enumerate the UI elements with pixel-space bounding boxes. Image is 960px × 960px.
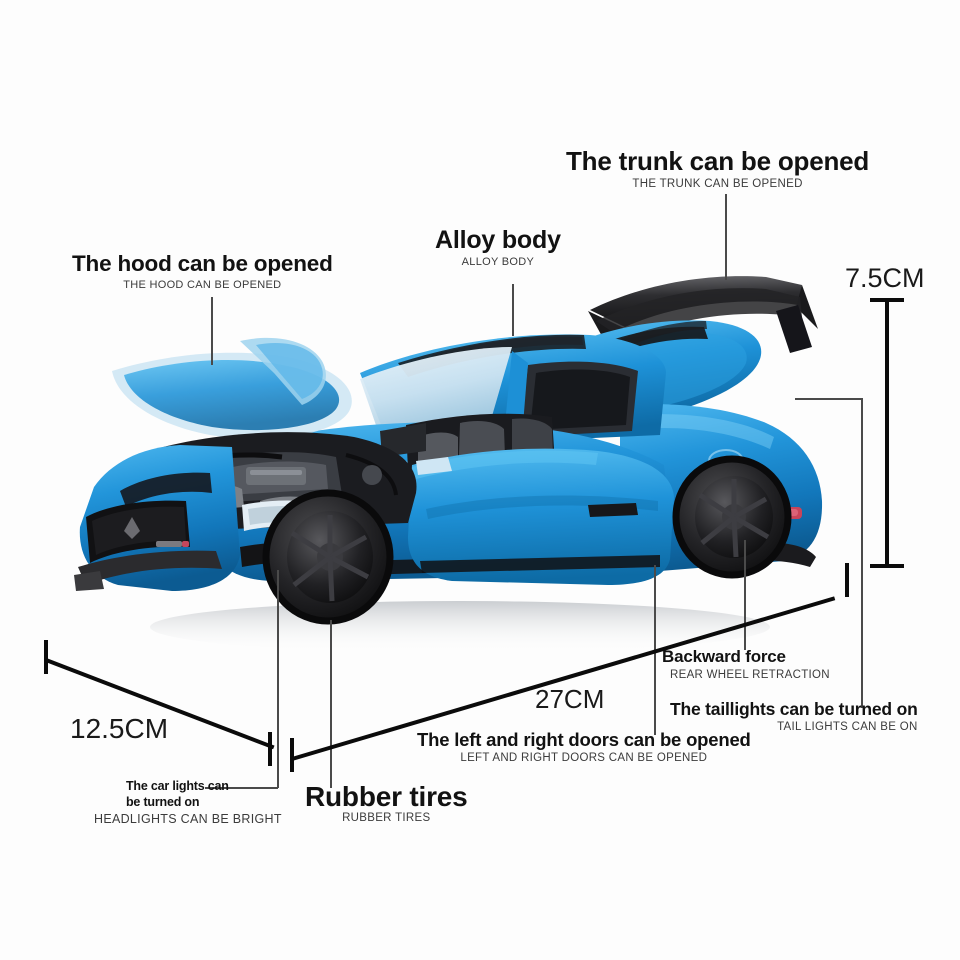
annotation-hood-subtitle: THE HOOD CAN BE OPENED [123,278,282,291]
annotation-taillights-title: The taillights can be turned on [670,699,918,719]
annotation-headlights: The car lights can be turned on HEADLIGH… [94,779,282,827]
annotation-headlights-title-line2: be turned on [126,794,200,809]
annotation-headlights-title-line1: The car lights can [126,779,229,793]
leader-hood [211,297,213,365]
dimension-height-label: 7.5CM [845,263,925,293]
leader-tires [330,620,332,788]
annotation-taillights-subtitle: TAIL LIGHTS CAN BE ON [777,721,918,734]
dimension-width-cap-left [44,640,48,674]
leader-taillight [861,398,863,708]
rear-wheel [672,455,792,579]
annotation-alloy-body: Alloy body ALLOY BODY [435,227,561,269]
front-fascia [74,445,334,591]
annotation-trunk-title: The trunk can be opened [566,146,870,176]
car-model-image [60,255,860,675]
annotation-trunk-subtitle: THE TRUNK CAN BE OPENED [632,178,803,191]
hood-open [112,337,352,439]
leader-taillight-elbow [795,398,863,400]
dimension-width-cap-right [268,732,272,766]
annotation-doors: The left and right doors can be opened L… [417,730,751,766]
annotation-backward-title: Backward force [662,647,786,666]
leader-trunk [725,194,727,280]
dimension-height-cap-top [870,298,904,302]
annotation-doors-title: The left and right doors can be opened [417,729,751,750]
annotation-rubber-tires: Rubber tires RUBBER TIRES [305,782,468,826]
annotation-hood: The hood can be opened THE HOOD CAN BE O… [72,252,333,292]
annotation-hood-title: The hood can be opened [72,251,333,276]
annotation-backward-force: Backward force REAR WHEEL RETRACTION [662,648,830,683]
roof-and-glass [360,334,666,447]
annotation-alloy-subtitle: ALLOY BODY [461,256,535,269]
annotation-taillights: The taillights can be turned on TAIL LIG… [670,700,918,735]
annotation-tires-title: Rubber tires [305,781,468,812]
front-wheel [262,489,394,625]
annotation-doors-subtitle: LEFT AND RIGHT DOORS CAN BE OPENED [460,752,708,765]
leader-headlight-elbow [205,787,278,789]
annotation-trunk: The trunk can be opened THE TRUNK CAN BE… [566,146,870,192]
front-door-open [408,448,674,585]
annotation-alloy-title: Alloy body [435,226,561,254]
leader-backward [744,540,746,650]
dimension-length-cap-right [845,563,849,597]
annotation-tires-subtitle: RUBBER TIRES [342,812,431,825]
annotation-backward-subtitle: REAR WHEEL RETRACTION [670,668,830,681]
dimension-height-cap-bottom [870,564,904,568]
dimension-length-cap-left [290,738,294,772]
dimension-length-label: 27CM [535,684,605,714]
leader-alloy [512,284,514,336]
dimension-width-label: 12.5CM [70,713,169,744]
annotation-headlights-subtitle: HEADLIGHTS CAN BE BRIGHT [94,812,282,827]
dimension-height-line [885,300,889,568]
leader-headlight [277,570,279,788]
